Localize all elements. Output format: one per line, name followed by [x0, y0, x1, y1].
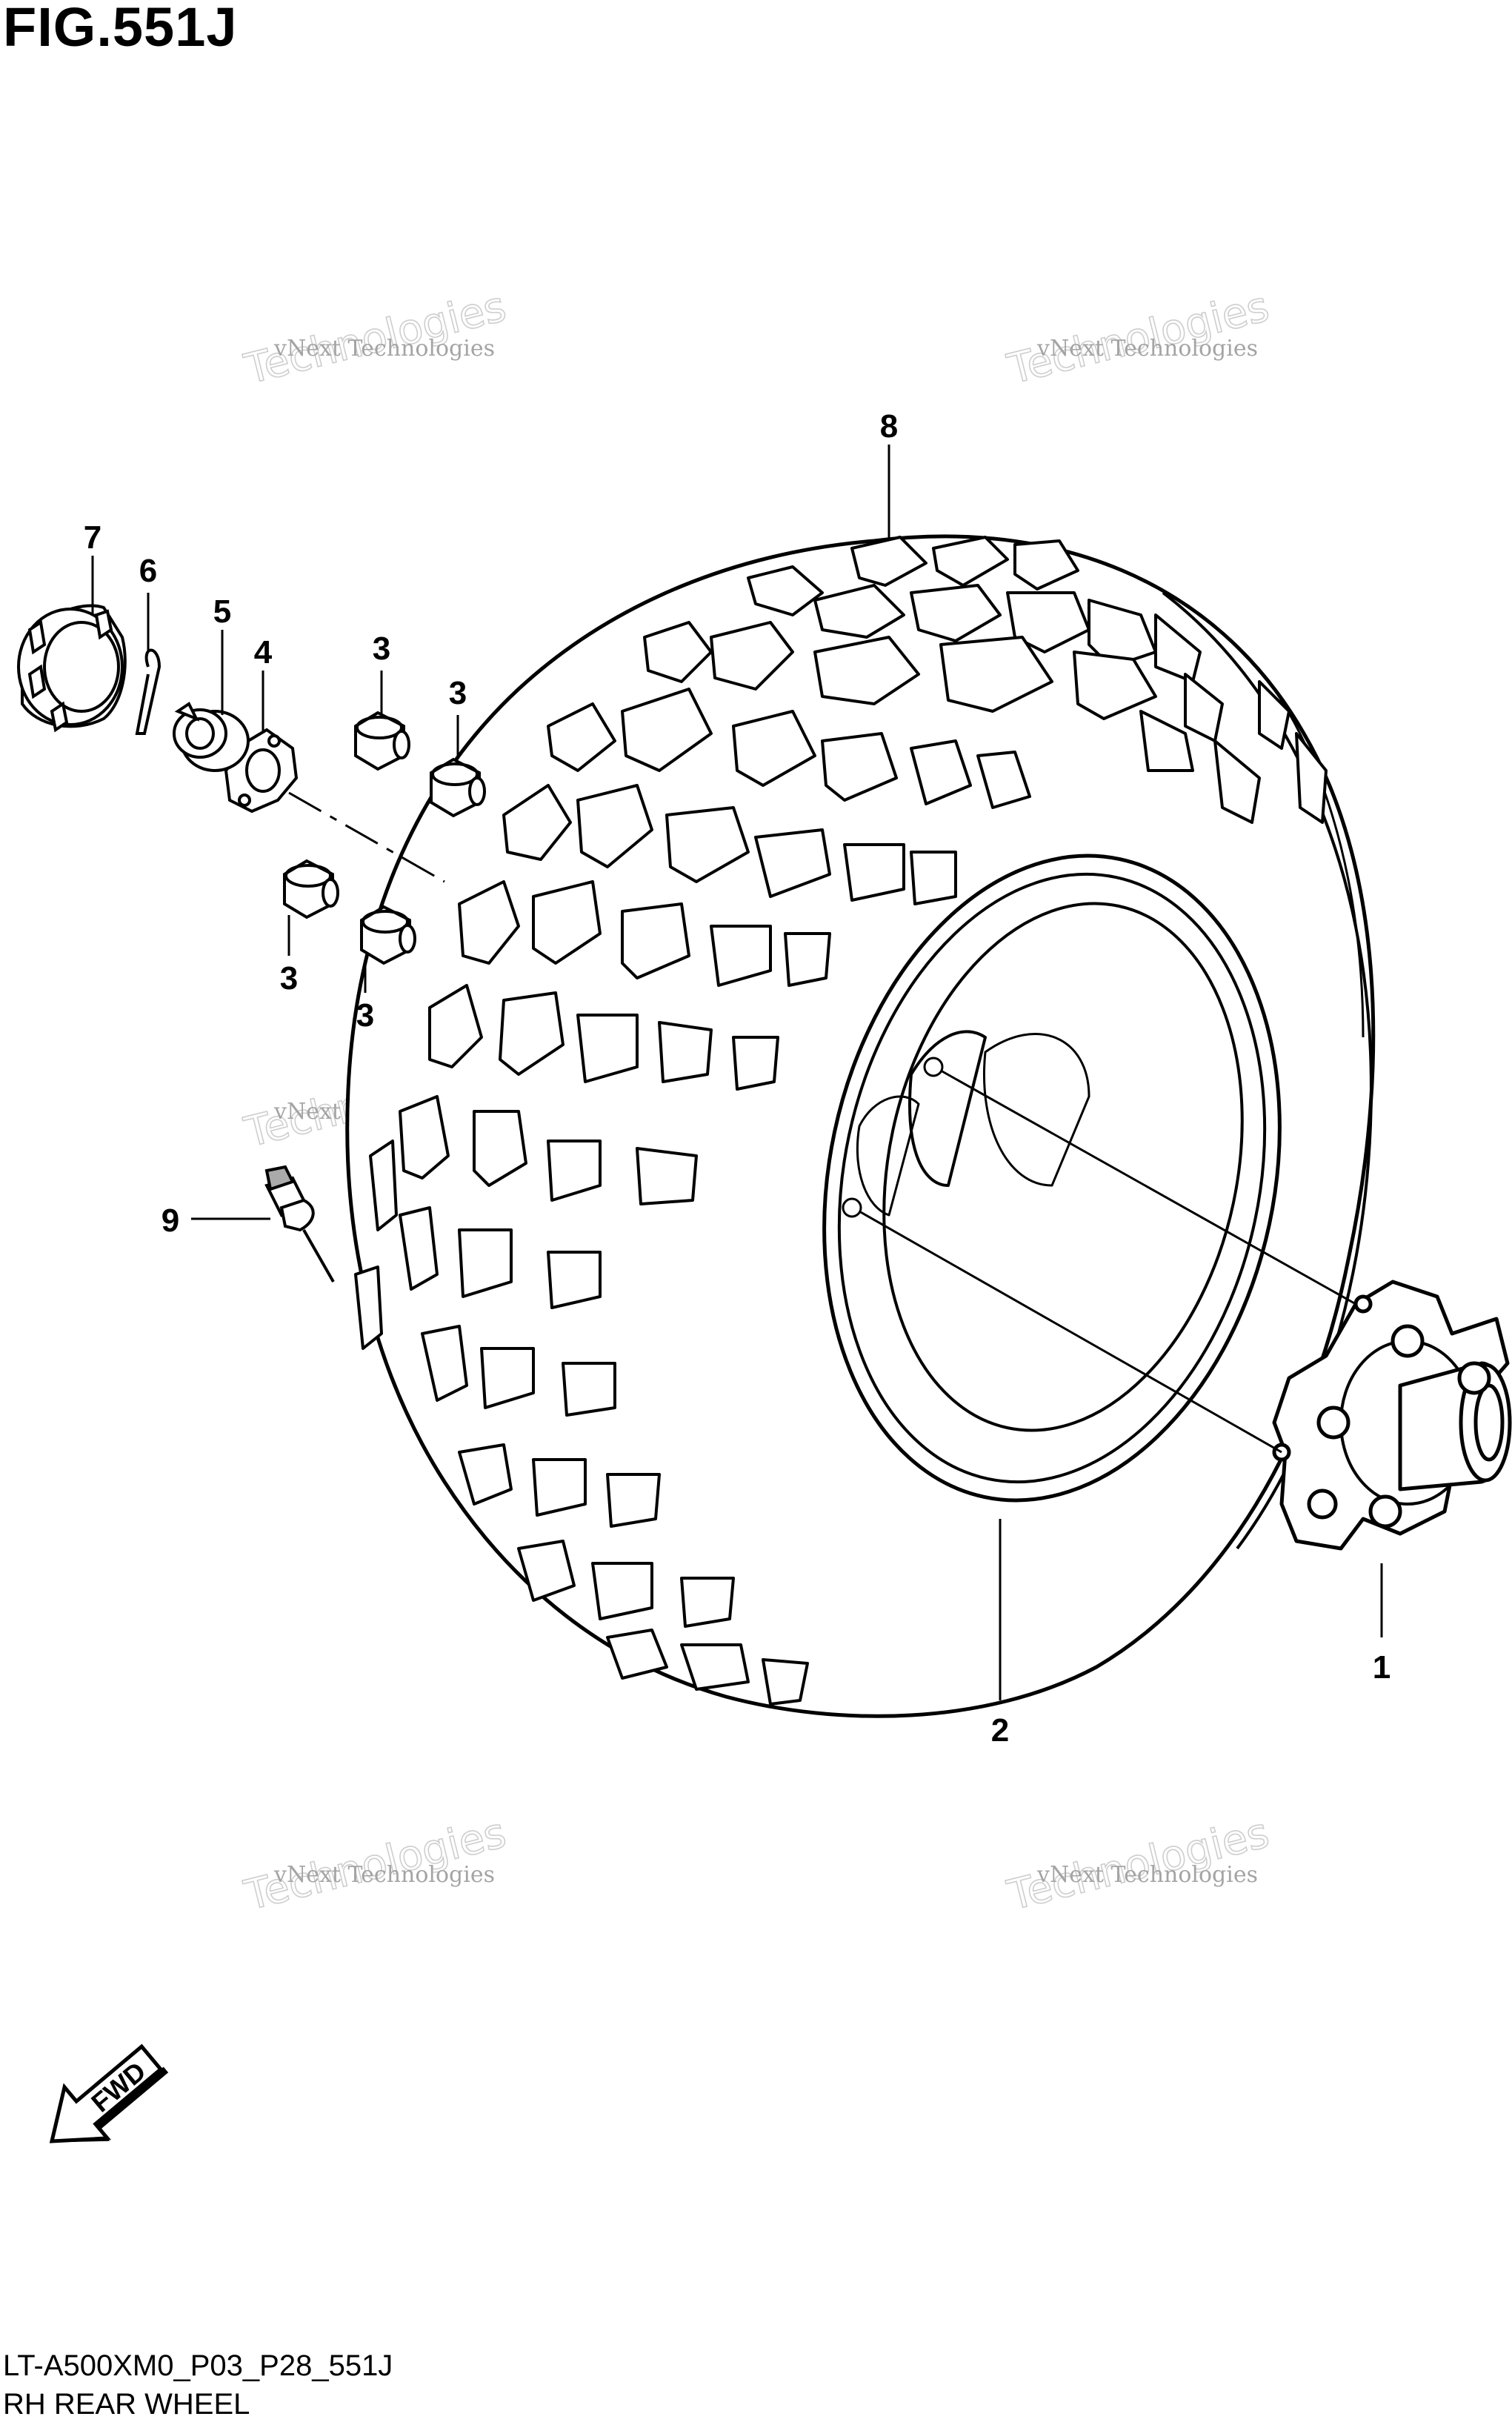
callout-3b: 3	[449, 675, 467, 711]
callout-9: 9	[161, 1202, 179, 1239]
callout-6: 6	[139, 553, 157, 589]
callout-8: 8	[880, 408, 898, 445]
tire-valve	[264, 1165, 335, 1283]
callout-1: 1	[1373, 1649, 1391, 1686]
callout-3c: 3	[280, 960, 298, 997]
wheel-rim	[822, 854, 1282, 1503]
alignment-lines	[288, 791, 1356, 1454]
figure-caption: RH REAR WHEEL	[3, 2388, 250, 2421]
callout-7: 7	[84, 519, 101, 556]
figure-title: FIG.551J	[3, 0, 238, 58]
tire	[345, 534, 1376, 1718]
callout-3a: 3	[373, 631, 390, 667]
leader-lines	[91, 445, 1383, 1700]
callout-3d: 3	[356, 997, 374, 1034]
castle-nut	[173, 702, 250, 772]
hub-cap	[17, 604, 127, 733]
fwd-arrow: FWD	[49, 2043, 169, 2143]
cotter-pin	[135, 648, 161, 735]
callout-2: 2	[991, 1712, 1009, 1749]
wheel-nuts	[283, 711, 486, 965]
wheel-hub	[1272, 1280, 1512, 1551]
callout-5: 5	[213, 593, 231, 630]
callout-labels: 1 2 3 3 3 3 4 5 6 7 8 9	[84, 408, 1391, 1749]
callout-4: 4	[254, 634, 273, 671]
figure-code: LT-A500XM0_P03_P28_551J	[3, 2349, 393, 2382]
